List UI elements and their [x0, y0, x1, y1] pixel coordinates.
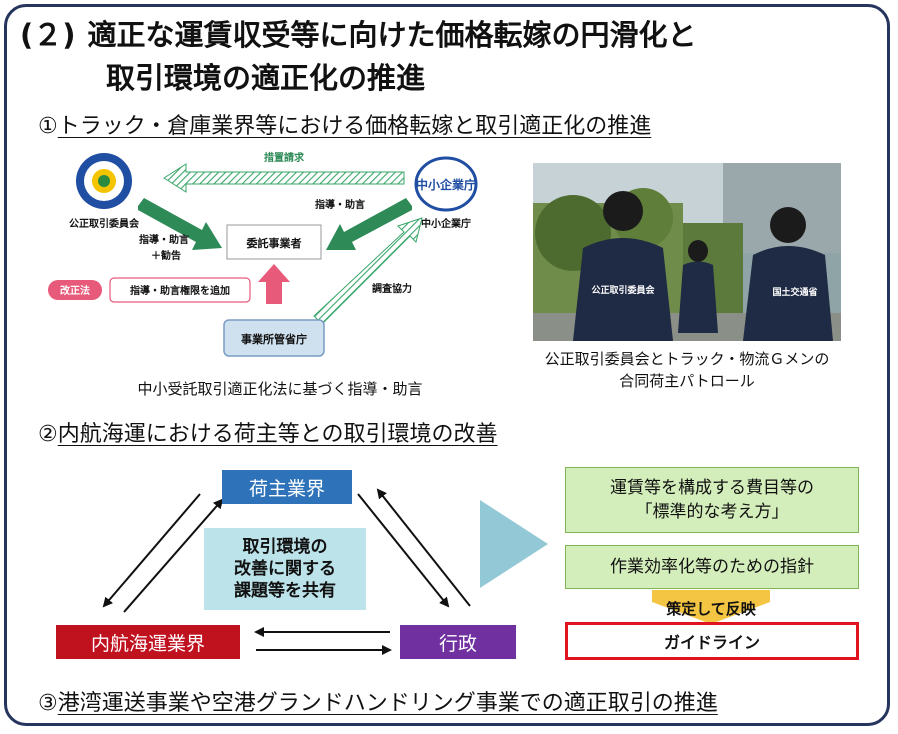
standard-approach-line-2: 「標準的な考え方」: [635, 502, 789, 522]
guidance-right-label: 指導・助言: [315, 198, 365, 211]
enforcement-diagram: 公正取引委員会 中小企業庁 中小企業庁 措置請求 指導・助言 ＋勧告 指導・助言…: [44, 148, 504, 373]
ministry-guidance-arrow: [258, 264, 290, 304]
guidance-left-sub: ＋勧告: [151, 249, 181, 262]
section-3-marker: ③: [38, 691, 58, 716]
sme-label: 中小企業庁: [421, 217, 471, 230]
revision-text: 指導・助言権限を追加: [130, 284, 230, 297]
shared-issues-line-3: 課題等を共有: [234, 581, 336, 601]
jftc-label: 公正取引委員会: [69, 217, 139, 230]
efficiency-guideline-box: 作業効率化等のための指針: [565, 545, 859, 589]
revision-badge: [48, 280, 102, 300]
cooperation-arrow: [313, 217, 423, 325]
guidance-left-label: 指導・助言: [139, 233, 189, 246]
title-line-1: 適正な運賃収受等に向けた価格転嫁の円滑化と: [87, 18, 697, 52]
result-triangle-arrow: [480, 500, 548, 588]
shared-issues-line-1: 取引環境の: [242, 537, 328, 557]
cooperation-label: 調査協力: [372, 282, 412, 295]
arrow-shippers-to-coastal: [102, 493, 201, 608]
photo-caption-line-2: 合同荷主パトロール: [619, 372, 755, 390]
jftc-guidance-arrow: [138, 198, 222, 250]
ministry-label: 事業所管省庁: [241, 332, 307, 346]
arrow-coastal-to-shippers: [123, 498, 224, 613]
section-2-title: 内航海運における荷主等との取引環境の改善: [57, 422, 498, 447]
diagram-caption: 中小受託取引適正化法に基づく指導・助言: [137, 380, 423, 398]
section-2-heading: ②内航海運における荷主等との取引環境の改善: [38, 416, 498, 448]
section-3-heading: ③港湾運送事業や空港グランドハンドリング事業での適正取引の推進: [38, 685, 718, 717]
reflect-arrow: [652, 590, 770, 624]
vest-text-right: 国土交通省: [772, 286, 817, 298]
standard-approach-line-1: 運賃等を構成する費目等の: [610, 478, 814, 498]
revision-badge-text: 改正法: [60, 284, 90, 297]
vest-text-left: 公正取引委員会: [591, 284, 655, 296]
government-box: 行政: [400, 625, 516, 659]
sme-agency-logo: 中小企業庁: [414, 156, 478, 212]
photo-caption: 公正取引委員会とトラック・物流Ｇメンの 合同荷主パトロール: [503, 348, 871, 392]
shared-issues-line-2: 改善に関する: [234, 559, 336, 579]
guideline-box: ガイドライン: [565, 622, 859, 660]
section-1-title: トラック・倉庫業界等における価格転嫁と取引適正化の推進: [57, 114, 652, 139]
slide-frame: [4, 4, 890, 726]
reflect-label: 策定して反映: [666, 600, 756, 618]
shippers-box: 荷主業界: [222, 470, 352, 504]
slide-title: (２) 適正な運賃収受等に向けた価格転嫁の円滑化と: [20, 12, 697, 54]
sme-guidance-arrow: [326, 198, 412, 250]
sme-logo-text: 中小企業庁: [416, 177, 476, 192]
revision-text-box: [109, 277, 251, 303]
patrol-photo: 公正取引委員会 国土交通省: [533, 163, 841, 341]
ministry-box: [223, 319, 325, 357]
coastal-shipping-box: 内航海運業界: [56, 625, 240, 659]
section-number: (２): [20, 18, 76, 52]
section-1-heading: ①トラック・倉庫業界等における価格転嫁と取引適正化の推進: [38, 108, 651, 140]
arrow-shippers-to-government: [357, 493, 450, 608]
section-2-marker: ②: [38, 422, 58, 447]
request-label: 措置請求: [264, 151, 305, 164]
shared-issues-box: 取引環境の 改善に関する 課題等を共有: [204, 528, 366, 610]
jftc-logo: [76, 153, 132, 209]
standard-approach-box: 運賃等を構成する費目等の 「標準的な考え方」: [565, 467, 859, 533]
contractor-box: [226, 224, 322, 260]
contractor-label: 委託事業者: [246, 236, 302, 250]
request-arrow: [163, 163, 405, 193]
section-1-marker: ①: [38, 114, 58, 139]
photo-caption-line-1: 公正取引委員会とトラック・物流Ｇメンの: [544, 350, 830, 368]
section-3-title: 港湾運送事業や空港グランドハンドリング事業での適正取引の推進: [57, 691, 718, 716]
title-line-2: 取引環境の適正化の推進: [106, 61, 426, 95]
arrow-government-to-shippers: [376, 488, 471, 607]
